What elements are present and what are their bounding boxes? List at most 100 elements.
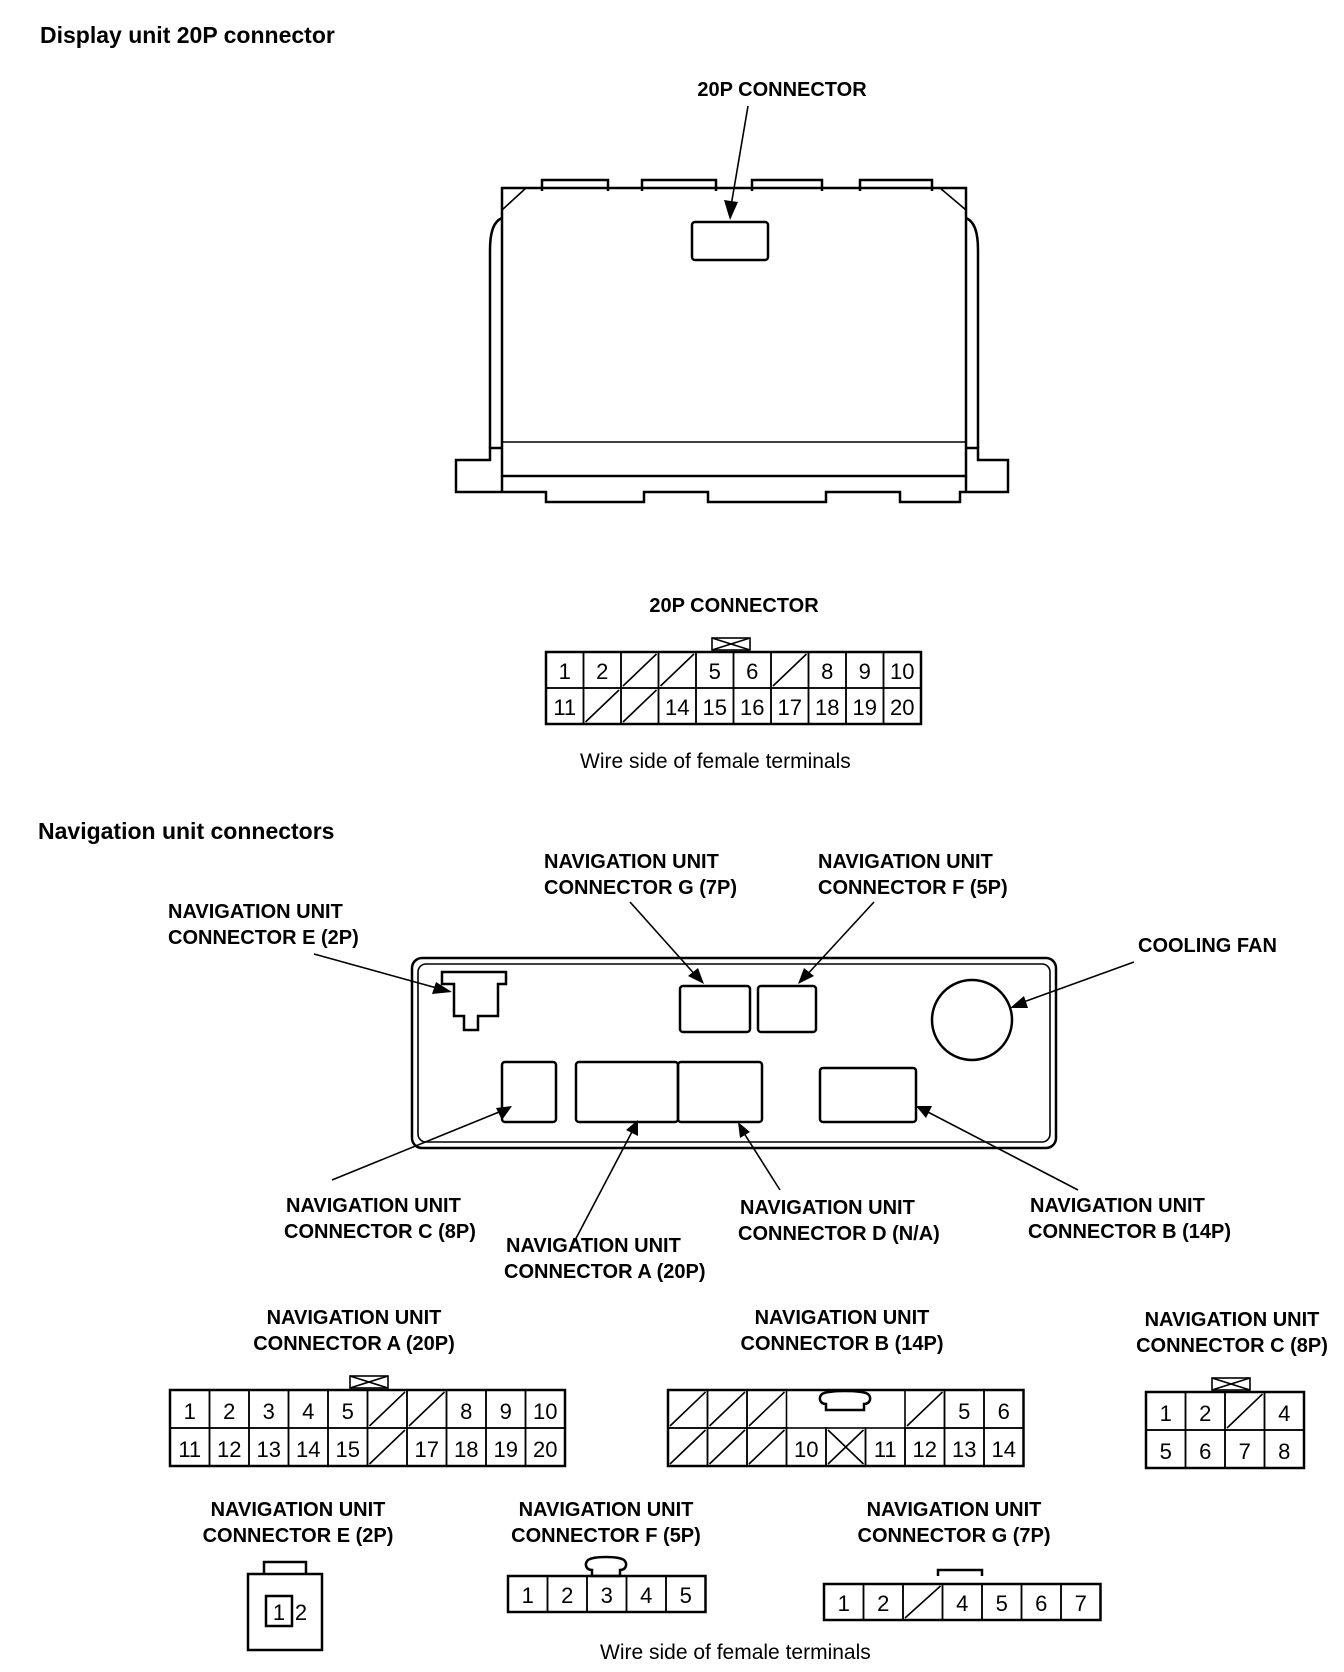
terminal-number: 3: [601, 1583, 613, 1608]
terminal-number: 5: [709, 659, 721, 684]
terminal-number: 5: [342, 1399, 354, 1424]
terminal-number: 2: [561, 1583, 573, 1608]
unused-terminal-slash: [904, 1585, 942, 1619]
terminal-number: 5: [996, 1591, 1008, 1616]
callout-connector-c: NAVIGATION UNIT CONNECTOR C (8P): [284, 1195, 476, 1243]
terminal-number: 6: [746, 659, 758, 684]
unused-terminal-slash: [708, 1429, 746, 1465]
unused-terminal-slash: [408, 1391, 446, 1427]
unused-terminal-slash: [669, 1391, 707, 1427]
svg-text:CONNECTOR D (N/A): CONNECTOR D (N/A): [738, 1223, 940, 1245]
nav-section-title: Navigation unit connectors: [38, 818, 335, 844]
terminal-number: 4: [1278, 1401, 1290, 1426]
terminal-number: 20: [890, 695, 914, 720]
callout-arrowhead: [724, 200, 738, 220]
terminal-number: 5: [958, 1399, 970, 1424]
display-face-title: 20P CONNECTOR: [649, 595, 819, 617]
svg-text:NAVIGATION UNIT: NAVIGATION UNIT: [267, 1307, 442, 1329]
terminal-number: 17: [415, 1437, 439, 1462]
callout-connector-a: NAVIGATION UNIT CONNECTOR A (20P): [504, 1235, 706, 1283]
navigation-unit-body: [410, 956, 1058, 1150]
svg-text:NAVIGATION UNIT: NAVIGATION UNIT: [544, 851, 719, 873]
svg-text:CONNECTOR B (14P): CONNECTOR B (14P): [1028, 1221, 1231, 1243]
terminal-number: 9: [859, 659, 871, 684]
nav-connector-d: [676, 1060, 764, 1124]
unused-terminal-slash: [622, 689, 658, 723]
cooling-fan: [930, 978, 1014, 1062]
nav-connector-f: [756, 984, 818, 1034]
display-callout-label: 20P CONNECTOR: [697, 79, 867, 101]
terminal-number: 11: [553, 695, 576, 720]
callout-connector-e: NAVIGATION UNIT CONNECTOR E (2P): [168, 901, 359, 949]
unused-terminal-slash: [622, 653, 658, 687]
svg-text:NAVIGATION UNIT: NAVIGATION UNIT: [211, 1499, 386, 1521]
unused-terminal-slash: [368, 1391, 406, 1427]
terminal-number: 10: [794, 1437, 818, 1462]
terminal-number: 7: [1075, 1591, 1087, 1616]
unused-terminal-slash: [748, 1429, 786, 1465]
unused-terminal-slash: [708, 1391, 746, 1427]
latch-mark: [1211, 1377, 1251, 1391]
display-section-title: Display unit 20P connector: [40, 22, 335, 48]
terminal-number: 13: [952, 1437, 976, 1462]
terminal-number: 18: [815, 695, 839, 720]
latch-mark: [584, 1555, 628, 1578]
terminal-number: 4: [302, 1399, 314, 1424]
terminal-number: 8: [1278, 1439, 1290, 1464]
terminal-number: 2: [877, 1591, 889, 1616]
terminal-number: 1: [1160, 1401, 1172, 1426]
connector-outline: [168, 1388, 567, 1468]
latch-mark: [349, 1375, 389, 1389]
svg-text:NAVIGATION UNIT: NAVIGATION UNIT: [740, 1197, 915, 1219]
terminal-number: 14: [992, 1437, 1016, 1462]
svg-text:COOLING FAN: COOLING FAN: [1138, 935, 1277, 957]
nav-connector-e-housing: [440, 970, 508, 1032]
unused-terminal-slash: [772, 653, 808, 687]
terminal-number: 19: [853, 695, 877, 720]
callout-connector-g: NAVIGATION UNIT CONNECTOR G (7P): [544, 851, 737, 899]
pin-label: 1: [273, 1600, 285, 1625]
terminal-number: 4: [640, 1583, 652, 1608]
terminal-number: 8: [460, 1399, 472, 1424]
terminal-number: 6: [1035, 1591, 1047, 1616]
terminal-number: 5: [680, 1583, 692, 1608]
terminal-number: 6: [998, 1399, 1010, 1424]
unused-terminal-slash: [659, 653, 695, 687]
svg-text:NAVIGATION UNIT: NAVIGATION UNIT: [519, 1499, 694, 1521]
terminal-number: 7: [1239, 1439, 1251, 1464]
terminal-number: 5: [1160, 1439, 1172, 1464]
svg-text:CONNECTOR E (2P): CONNECTOR E (2P): [203, 1525, 394, 1547]
terminal-number: 3: [263, 1399, 275, 1424]
connector-e-housing: [246, 1572, 324, 1652]
display-face-caption: Wire side of female terminals: [580, 750, 851, 773]
terminal-number: 1: [522, 1583, 534, 1608]
terminal-number: 16: [740, 695, 764, 720]
pin-label: 2: [295, 1600, 307, 1625]
latch-mark: [711, 637, 751, 651]
terminal-number: 4: [956, 1591, 968, 1616]
terminal-number: 17: [778, 695, 802, 720]
terminal-number: 12: [913, 1437, 937, 1462]
terminal-number: 2: [596, 659, 608, 684]
svg-text:CONNECTOR A (20P): CONNECTOR A (20P): [504, 1261, 706, 1283]
svg-text:CONNECTOR B (14P): CONNECTOR B (14P): [741, 1333, 944, 1355]
terminal-number: 9: [500, 1399, 512, 1424]
latch-mark: [818, 1389, 872, 1412]
unused-terminal-slash: [368, 1429, 406, 1465]
connector-outline: [544, 650, 923, 726]
display-unit-drawing: 20P CONNECTOR: [454, 79, 1010, 504]
unused-terminal-slash: [584, 689, 620, 723]
svg-text:NAVIGATION UNIT: NAVIGATION UNIT: [818, 851, 993, 873]
terminal-number: 12: [217, 1437, 241, 1462]
svg-text:CONNECTOR G (7P): CONNECTOR G (7P): [858, 1525, 1051, 1547]
terminal-number: 8: [821, 659, 833, 684]
svg-text:CONNECTOR C (8P): CONNECTOR C (8P): [1136, 1335, 1328, 1357]
terminal-number: 19: [494, 1437, 518, 1462]
